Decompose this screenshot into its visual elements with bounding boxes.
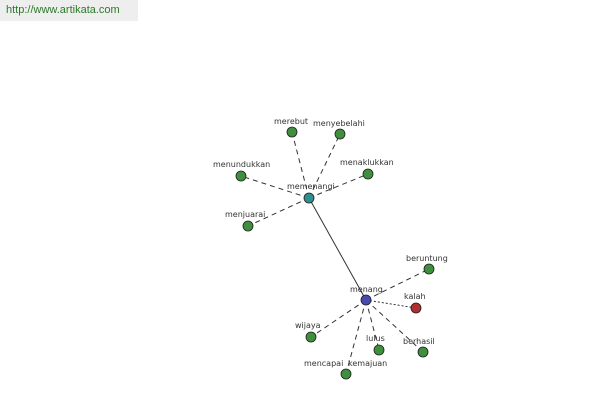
node-mencapai[interactable] [340, 368, 352, 380]
node-menang[interactable] [360, 294, 372, 306]
node-menyebelahi[interactable] [334, 128, 346, 140]
node-label-kalah[interactable]: kalah [404, 292, 426, 301]
edge-memenangi-menang [308, 197, 367, 301]
node-memenangi[interactable] [303, 192, 315, 204]
node-label-wijaya[interactable]: wijaya [295, 321, 321, 330]
edge-memenangi-menundukkan [240, 175, 310, 199]
node-label-menyebelahi[interactable]: menyebelahi [313, 119, 365, 128]
url-banner: http://www.artikata.com [0, 0, 138, 21]
node-label-menang[interactable]: menang [350, 285, 383, 294]
node-label-mencapai[interactable]: mencapai [304, 359, 343, 368]
edge-memenangi-menaklukkan [308, 173, 369, 199]
node-menjuarai[interactable] [242, 220, 254, 232]
node-menaklukkan[interactable] [362, 168, 374, 180]
edge-memenangi-menyebelahi [308, 133, 341, 199]
node-label-memenangi[interactable]: memenangi [287, 182, 335, 191]
site-url-link[interactable]: http://www.artikata.com [6, 4, 120, 16]
node-label-menjuarai[interactable]: menjuarai [225, 210, 265, 219]
node-label-beruntung[interactable]: beruntung [406, 254, 448, 263]
edge-menang-kalah [365, 299, 417, 309]
edges-layer [240, 131, 430, 375]
edge-memenangi-merebut [291, 131, 310, 199]
node-lulus[interactable] [373, 344, 385, 356]
edge-memenangi-menjuarai [247, 197, 310, 227]
node-label-menaklukkan[interactable]: menaklukkan [340, 158, 394, 167]
nodes-layer [235, 126, 435, 380]
node-menundukkan[interactable] [235, 170, 247, 182]
node-label-merebut[interactable]: merebut [274, 117, 308, 126]
edge-menang-beruntung [365, 268, 430, 301]
node-beruntung[interactable] [423, 263, 435, 275]
node-berhasil[interactable] [417, 346, 429, 358]
edge-menang-kemajuan [345, 299, 367, 375]
node-kalah[interactable] [410, 302, 422, 314]
node-merebut[interactable] [286, 126, 298, 138]
node-label-berhasil[interactable]: berhasil [403, 337, 435, 346]
node-label-lulus[interactable]: lulus [366, 334, 385, 343]
node-label-kemajuan[interactable]: kemajuan [348, 359, 387, 368]
edge-menang-wijaya [310, 299, 367, 338]
edge-menang-berhasil [365, 299, 424, 353]
labels-layer: memenangi menang merebut menyebelahi menundu… [213, 117, 448, 368]
node-label-menundukkan[interactable]: menundukkan [213, 160, 270, 169]
node-wijaya[interactable] [305, 331, 317, 343]
